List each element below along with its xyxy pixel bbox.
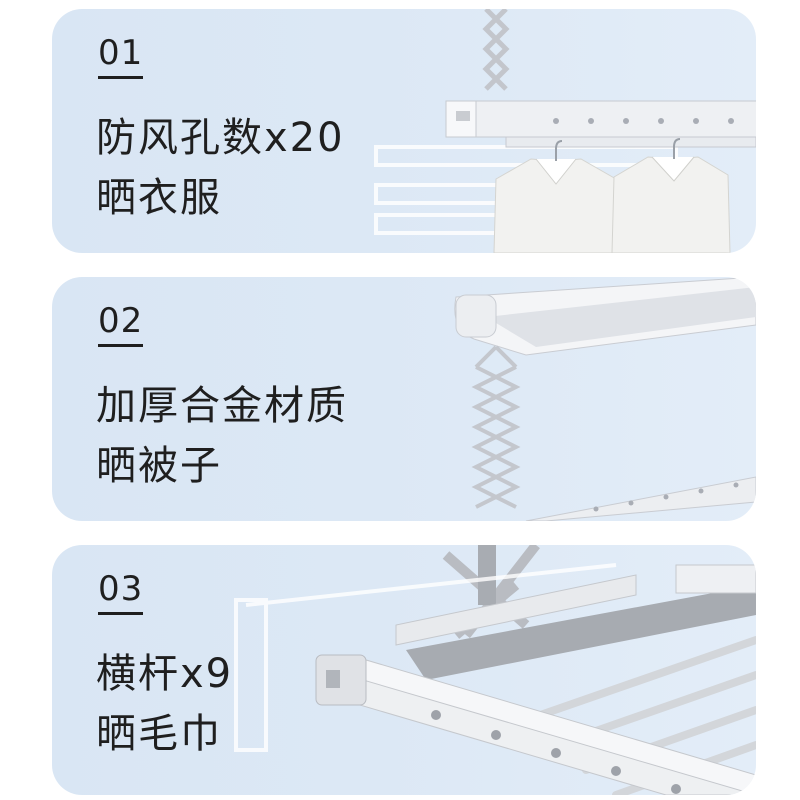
feature-title: 防风孔数x20 [96,115,345,161]
feature-title: 横杆x9 [96,651,234,697]
feature-number: 01 [98,33,144,79]
feature-subtitle: 晒衣服 [96,175,222,221]
feature-title: 加厚合金材质 [96,383,348,429]
feature-number: 02 [98,301,144,347]
clothes-rack-with-shirts-image [374,9,756,253]
feature-card-1: 01 防风孔数x20 晒衣服 [52,9,756,253]
folding-rack-side-view-image [454,277,756,521]
feature-subtitle: 晒被子 [96,443,222,489]
feature-card-3: 03 横杆x9 晒毛巾 [52,545,756,795]
rack-crossbars-closeup-image [234,545,756,795]
feature-card-2: 02 加厚合金材质 晒被子 [52,277,756,521]
feature-subtitle: 晒毛巾 [96,711,222,757]
feature-number: 03 [98,569,144,615]
